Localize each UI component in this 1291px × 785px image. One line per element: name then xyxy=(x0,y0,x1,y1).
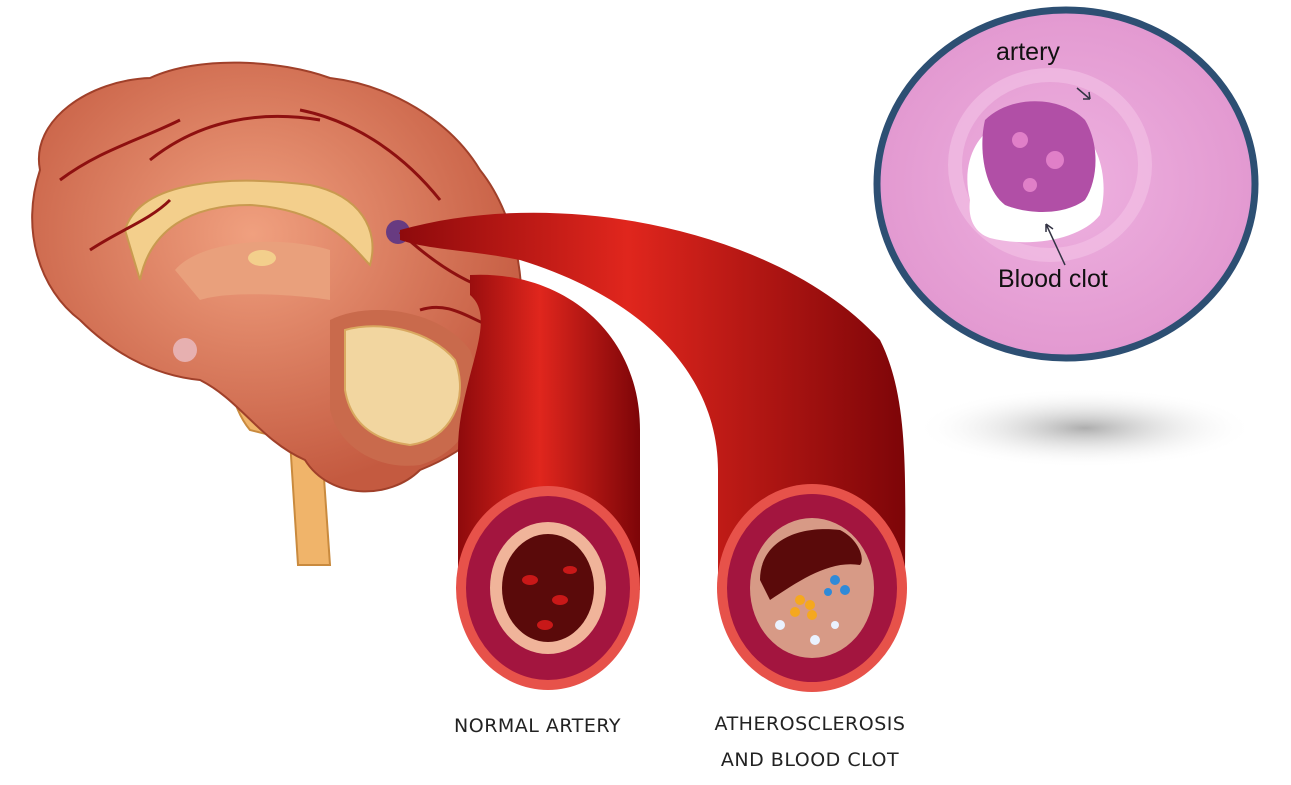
normal-artery-label: NORMAL ARTERY xyxy=(454,715,621,737)
micrograph xyxy=(873,6,1259,362)
atherosclerosis-cross-section xyxy=(717,484,907,692)
normal-artery-cross-section xyxy=(456,486,640,690)
drop-shadow xyxy=(915,388,1255,468)
brain xyxy=(31,61,523,493)
clot-arrow xyxy=(1045,223,1066,266)
atherosclerosis-label: ATHEROSCLEROSIS AND BLOOD CLOT xyxy=(690,706,930,778)
artery-arrow xyxy=(1076,87,1091,100)
atherosclerosis-label-line2: AND BLOOD CLOT xyxy=(720,749,900,771)
atherosclerosis-label-line1: ATHEROSCLEROSIS xyxy=(714,713,906,735)
blood-clot-label: Blood clot xyxy=(998,265,1108,293)
artery-label: artery xyxy=(996,38,1060,66)
